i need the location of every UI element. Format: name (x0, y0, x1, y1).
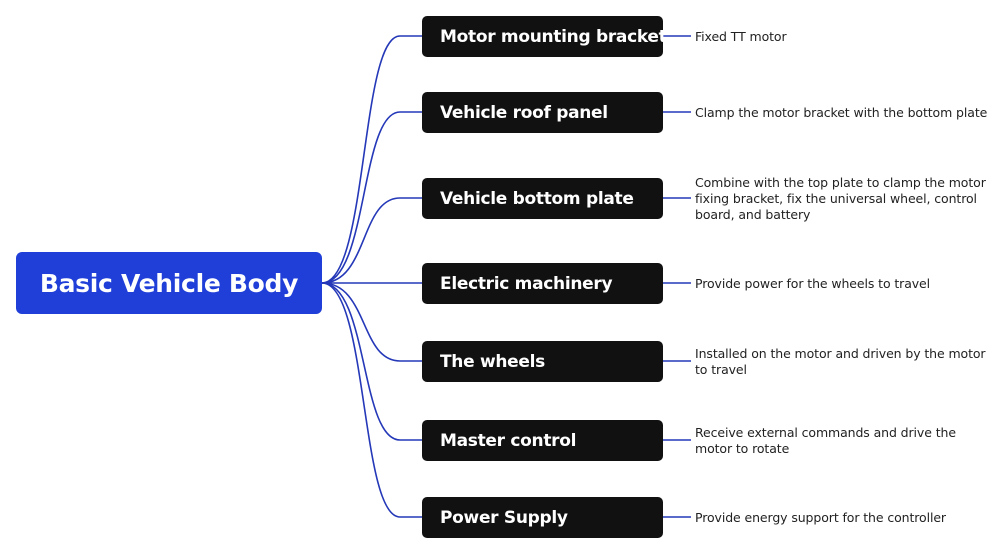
connector-branch-1 (321, 35, 422, 284)
connector-branch-7 (321, 282, 422, 518)
branch-node-power-supply[interactable]: Power Supply (422, 497, 663, 538)
branch-description-motor-mounting-bracket: Fixed TT motor (695, 29, 787, 44)
branch-description-electric-machinery: Provide power for the wheels to travel (695, 276, 931, 291)
connector-branch-5 (321, 282, 422, 362)
root-node[interactable]: Basic Vehicle Body (16, 252, 322, 314)
branch-node-vehicle-roof-panel[interactable]: Vehicle roof panel (422, 92, 663, 133)
connector-branch-2 (321, 111, 422, 284)
branch-node-master-control[interactable]: Master control (422, 420, 663, 461)
branch-node-the-wheels[interactable]: The wheels (422, 341, 663, 382)
branch-description-vehicle-roof-panel: Clamp the motor bracket with the bottom … (695, 105, 988, 120)
branch-description-the-wheels: Installed on the motor and driven by the… (695, 346, 986, 377)
connector-branch-6 (321, 282, 422, 441)
branch-node-vehicle-bottom-plate[interactable]: Vehicle bottom plate (422, 178, 663, 219)
branch-node-motor-mounting-bracket[interactable]: Motor mounting bracket (422, 16, 667, 57)
branch-node-electric-machinery[interactable]: Electric machinery (422, 263, 663, 304)
connector-branch-3 (321, 197, 422, 284)
branch-description-master-control: Receive external commands and drive the … (695, 425, 956, 456)
branch-description-power-supply: Provide energy support for the controlle… (695, 510, 946, 525)
branch-description-vehicle-bottom-plate: Combine with the top plate to clamp the … (695, 175, 986, 222)
